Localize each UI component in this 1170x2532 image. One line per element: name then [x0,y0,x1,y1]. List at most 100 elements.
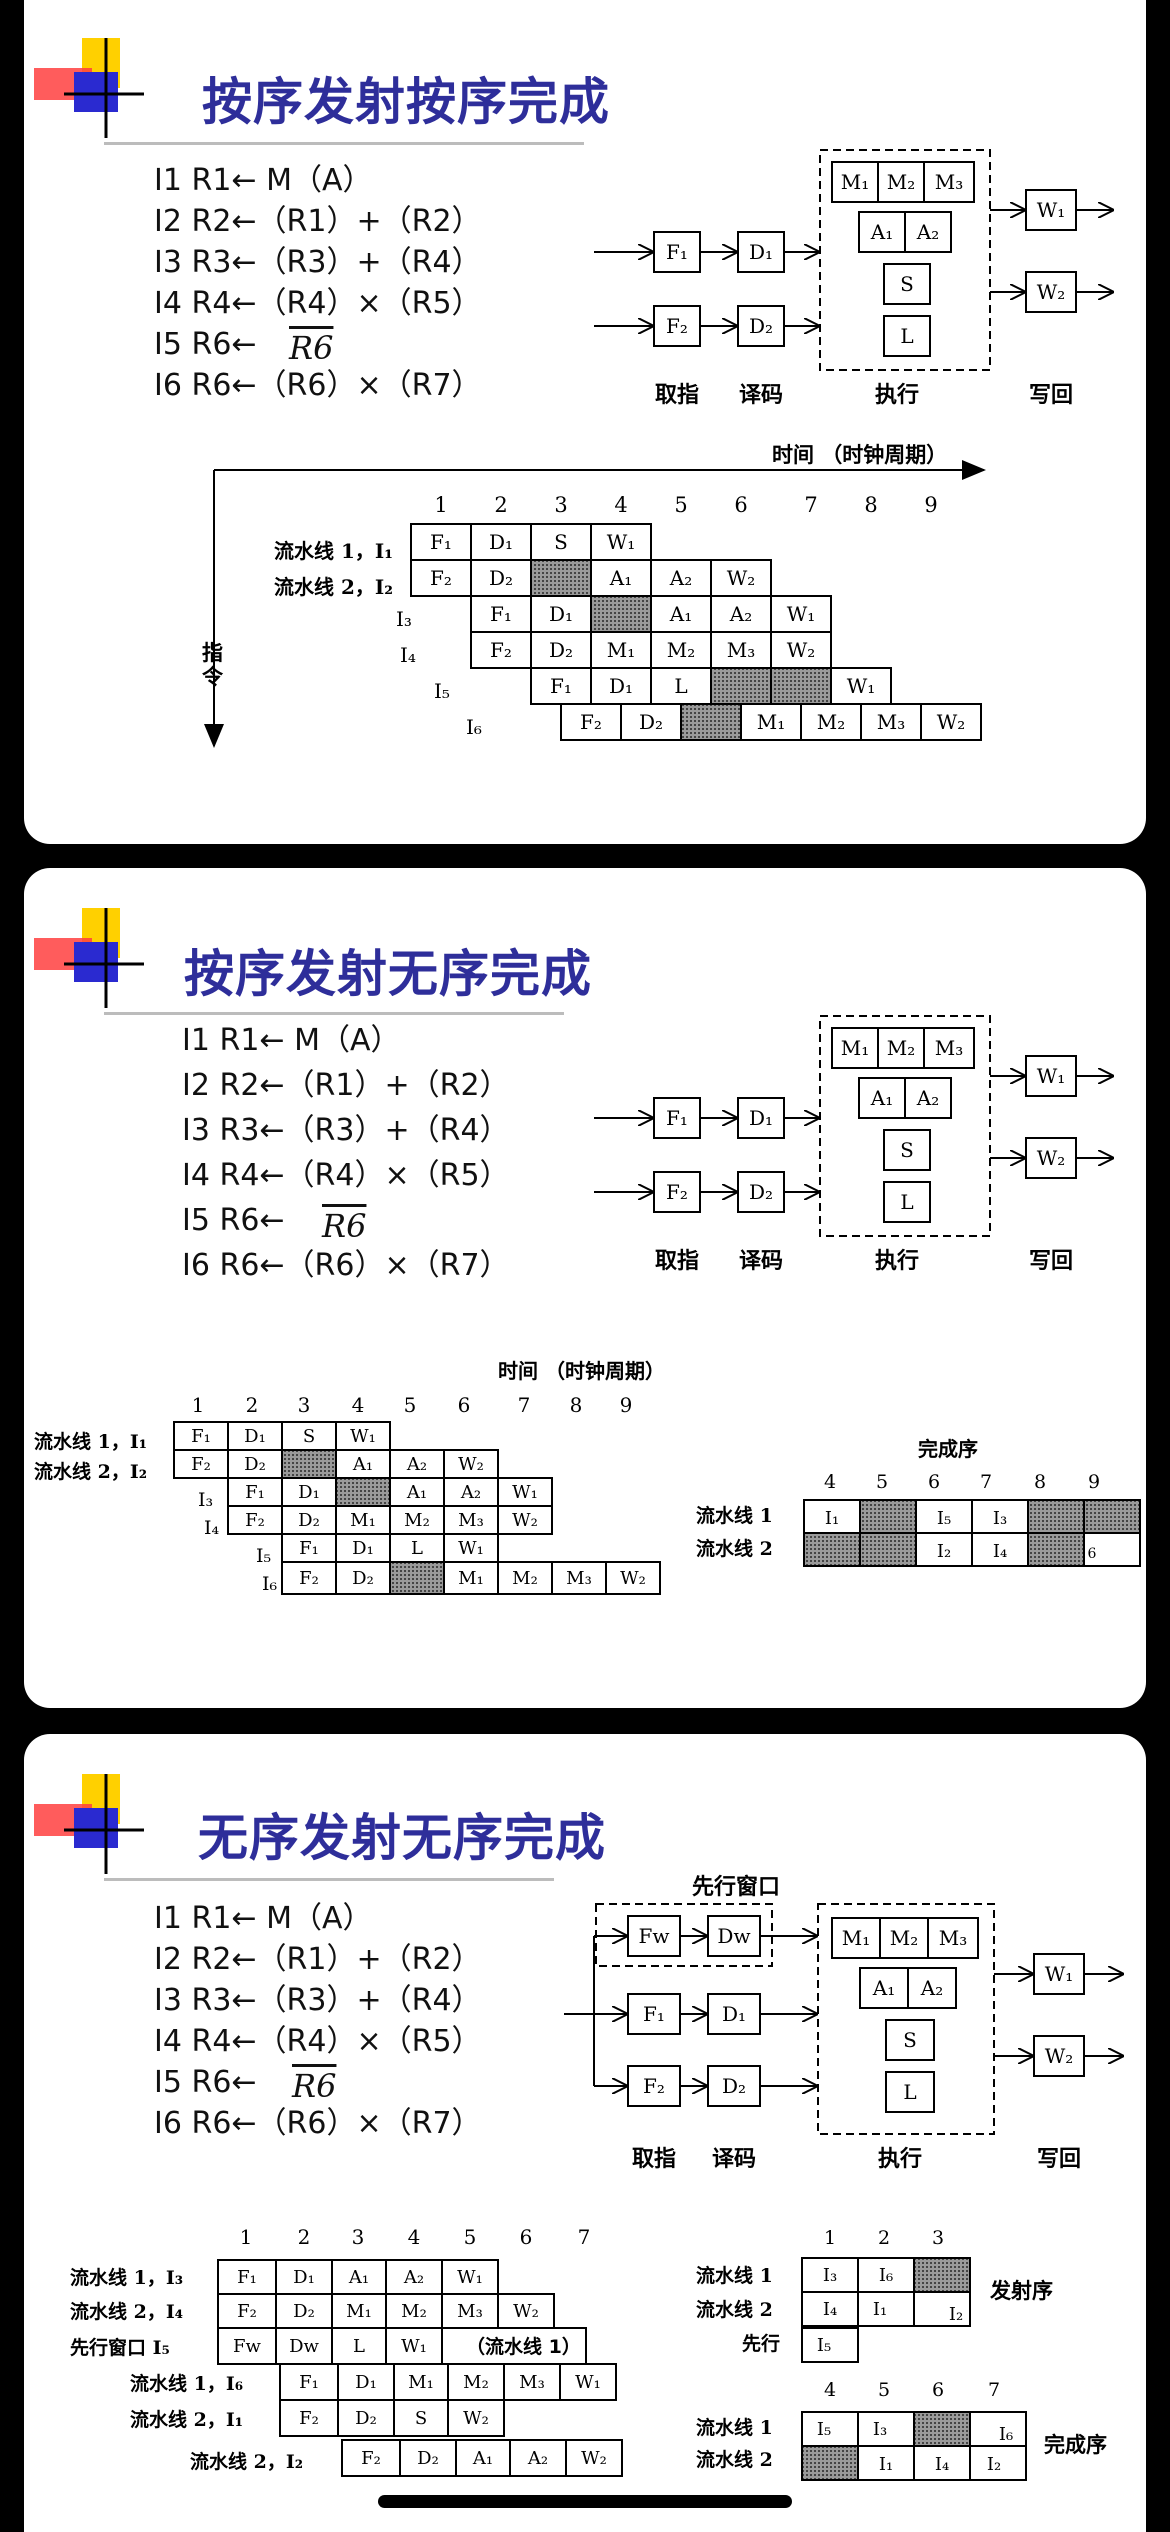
svg-text:W₂: W₂ [620,1568,646,1589]
svg-text:F₁: F₁ [550,674,572,698]
svg-text:I₃: I₃ [396,607,412,631]
svg-text:F₂: F₂ [666,314,688,338]
svg-text:W₁: W₁ [787,602,816,626]
svg-text:D₁: D₁ [722,2002,746,2026]
stage-label-writeback: 写回 [1029,1248,1073,1274]
svg-text:4: 4 [408,2225,421,2249]
svg-text:M₂: M₂ [404,1510,430,1531]
svg-text:2: 2 [298,2225,311,2249]
svg-text:M₂: M₂ [512,1568,538,1589]
svg-text:M₁: M₁ [350,1510,376,1531]
svg-text:W₂: W₂ [463,2408,489,2429]
svg-text:1: 1 [434,493,447,517]
svg-text:流水线 1，I₁: 流水线 1，I₁ [34,1430,147,1453]
svg-text:I₅: I₅ [817,2419,831,2440]
svg-text:M₁: M₁ [757,710,786,734]
instruction: I5 R6←R6 [182,1198,510,1245]
svg-text:D₁: D₁ [609,674,633,698]
svg-text:流水线 2，I₁: 流水线 2，I₁ [130,2408,243,2431]
svg-text:6: 6 [520,2225,533,2249]
stage-label-execute: 执行 [875,1248,919,1274]
completion-row-label: 流水线 2 [696,2448,773,2471]
svg-text:D₁: D₁ [355,2372,377,2393]
svg-text:W₁: W₁ [512,1482,538,1503]
svg-text:L: L [411,1538,423,1559]
svg-text:D₁: D₁ [293,2267,315,2288]
svg-text:W₂: W₂ [727,566,756,590]
instruction: I1 R1← M（A） [154,1901,373,1936]
svg-text:W₁: W₁ [458,1538,484,1559]
stage-label-fetch: 取指 [632,2146,676,2172]
svg-text:F₁: F₁ [237,2267,257,2288]
svg-text:D₁: D₁ [489,530,513,554]
svg-text:A₂: A₂ [669,566,692,590]
instruction-axis-label: 指令 [202,641,224,689]
svg-text:Fw: Fw [639,1924,670,1948]
svg-text:F₂: F₂ [580,710,602,734]
stage-label-writeback: 写回 [1037,2146,1081,2172]
instruction: I2 R2←（R1）+（R2） [154,1942,482,1977]
svg-text:流水线 1，I₁: 流水线 1，I₁ [274,539,393,563]
svg-text:W₁: W₁ [1045,1962,1074,1986]
svg-text:A₁: A₁ [609,566,632,590]
svg-text:9: 9 [1088,1471,1100,1493]
svg-text:F₂: F₂ [643,2074,665,2098]
svg-text:F₂: F₂ [299,2408,319,2429]
svg-text:F₁: F₁ [666,1106,688,1130]
svg-text:I₆: I₆ [879,2265,893,2286]
svg-text:8: 8 [1034,1471,1046,1493]
svg-text:D₂: D₂ [352,1568,374,1589]
svg-text:D₁: D₁ [352,1538,374,1559]
svg-text:A₁: A₁ [870,220,893,244]
svg-text:6: 6 [734,493,747,517]
svg-text:M₃: M₃ [935,170,964,194]
svg-text:F₂: F₂ [237,2301,257,2322]
svg-text:L: L [900,1190,913,1214]
logo-icon [34,38,144,138]
stage-label-execute: 执行 [878,2146,922,2172]
svg-text:5: 5 [876,1471,888,1493]
svg-text:M₂: M₂ [401,2301,427,2322]
slide-title: 无序发射无序完成 [198,1809,606,1867]
svg-text:7: 7 [578,2225,591,2249]
issue-row-label: 先行 [742,2332,780,2355]
svg-text:M₃: M₃ [877,710,906,734]
svg-text:8: 8 [570,1393,583,1417]
svg-text:M₂: M₂ [817,710,846,734]
stage-label-fetch: 取指 [655,382,699,408]
svg-text:A₂: A₂ [916,220,939,244]
svg-text:6: 6 [932,2379,944,2401]
svg-text:S: S [900,272,914,296]
svg-text:W₁: W₁ [575,2372,601,2393]
instruction-list: I1 R1← M（A） I2 R2←（R1）+（R2） I3 R3←（R3）+（… [154,160,482,406]
svg-text:6: 6 [1088,1546,1097,1562]
svg-text:L: L [674,674,687,698]
svg-text:F₂: F₂ [430,566,452,590]
svg-text:I₅: I₅ [937,1508,951,1529]
svg-text:F₂: F₂ [191,1454,211,1475]
svg-text:流水线 2，I₂: 流水线 2，I₂ [274,575,393,599]
svg-text:M₃: M₃ [457,2301,483,2322]
svg-text:M₁: M₁ [607,638,636,662]
svg-text:I₆: I₆ [262,1573,278,1595]
svg-text:A₁: A₁ [352,1454,373,1475]
svg-text:M₃: M₃ [939,1926,968,1950]
home-indicator[interactable] [378,2495,792,2508]
svg-text:D₁: D₁ [244,1426,266,1447]
svg-text:D₂: D₂ [722,2074,746,2098]
svg-text:M₃: M₃ [566,1568,592,1589]
instruction: I6 R6←（R6）×（R7） [154,2106,482,2141]
slide-in-order-issue-in-order-completion: 按序发射按序完成 I1 R1← M（A） I2 R2←（R1）+（R2） I3 … [24,0,1146,844]
svg-text:W₂: W₂ [512,1510,538,1531]
svg-text:2: 2 [494,493,507,517]
svg-text:L: L [903,2080,916,2104]
svg-text:F₁: F₁ [666,240,688,264]
svg-text:M₂: M₂ [890,1926,919,1950]
instruction: I1 R1← M（A） [182,1023,401,1058]
svg-text:M₁: M₁ [841,170,870,194]
svg-text:M₂: M₂ [887,1036,916,1060]
svg-text:W₁: W₁ [1037,198,1066,222]
